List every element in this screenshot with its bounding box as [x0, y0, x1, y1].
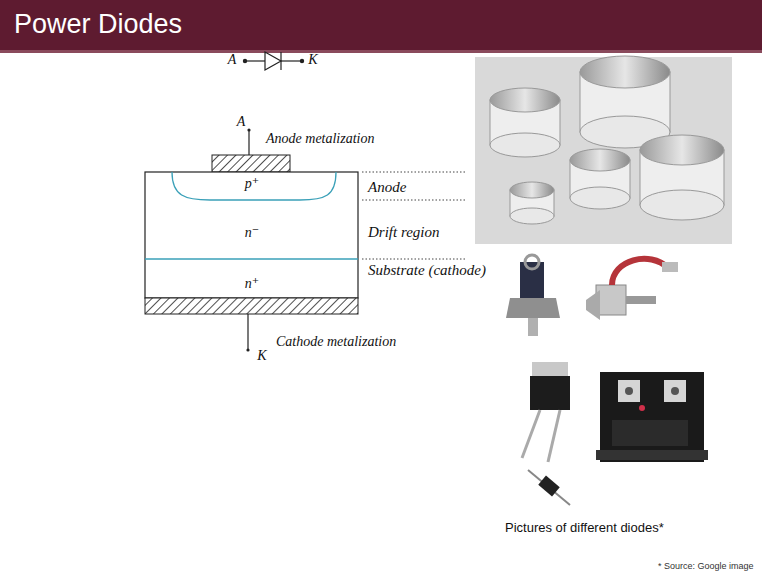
part-label: Anode metalization — [266, 131, 375, 146]
part-label: Cathode metalization — [276, 334, 396, 349]
axial-diode-photo — [528, 470, 570, 505]
diode-symbol — [243, 52, 303, 70]
terminal-label: A — [237, 114, 246, 129]
region-name: Drift region — [368, 224, 440, 241]
slide-title: Power Diodes — [14, 9, 182, 40]
region-label: n⁻ — [245, 225, 259, 240]
terminal-label: A — [228, 52, 237, 67]
title-stripe — [0, 50, 762, 53]
source-note: * Source: Google image — [658, 562, 754, 572]
press-pack-photo — [475, 56, 732, 244]
stud-diode-photo — [586, 259, 678, 320]
region-name: Anode — [368, 179, 406, 196]
to220-photo — [522, 362, 570, 462]
caption-text: Pictures of different diodes* — [505, 521, 664, 535]
terminal-label: K — [257, 348, 266, 363]
diode-module-photo — [596, 372, 708, 462]
stud-diode-photo — [506, 255, 560, 336]
region-label: p⁺ — [245, 176, 259, 191]
region-label: n⁺ — [245, 276, 259, 291]
region-name: Substrate (cathode) — [368, 262, 486, 279]
terminal-label: K — [308, 52, 317, 67]
